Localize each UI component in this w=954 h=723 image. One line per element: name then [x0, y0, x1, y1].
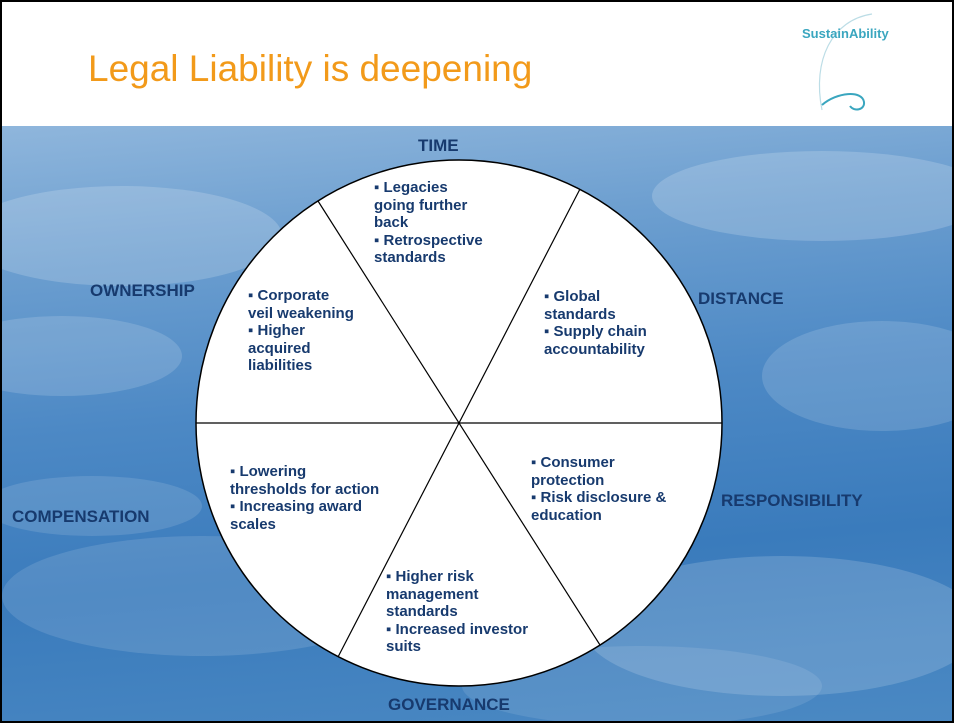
governance-bullet-4: ▪ Increased investor	[386, 620, 529, 638]
time-bullet-1: ▪ Legacies	[374, 179, 448, 196]
ownership-segment-text: ▪ Corporate veil weakening ▪ Higher acqu…	[248, 287, 354, 375]
ownership-bullet-5: liabilities	[248, 357, 313, 374]
compensation-segment-text: ▪ Lowering thresholds for action ▪ Incre…	[230, 463, 379, 533]
time-bullet-2: going further	[374, 196, 468, 214]
label-responsibility: RESPONSIBILITY	[721, 491, 863, 510]
divider-line-diagonal-b	[337, 188, 581, 658]
compensation-bullet-1: ▪ Lowering	[230, 463, 307, 480]
ownership-bullet-1: ▪ Corporate	[248, 287, 330, 304]
label-distance: DISTANCE	[698, 289, 784, 308]
cloud-shapes	[2, 151, 952, 721]
compensation-bullet-2: thresholds for action	[230, 480, 380, 498]
responsibility-bullet-4: education	[531, 506, 602, 524]
label-time: TIME	[418, 136, 459, 155]
label-compensation: COMPENSATION	[12, 507, 150, 526]
responsibility-bullet-3: ▪ Risk disclosure &	[531, 489, 667, 506]
sustainability-logo	[818, 13, 873, 111]
governance-bullet-3: standards	[386, 603, 458, 620]
distance-bullet-3: ▪ Supply chain	[544, 323, 647, 340]
time-segment-text: ▪ Legacies going further back ▪ Retrospe…	[374, 179, 483, 267]
compensation-bullet-4: scales	[230, 515, 276, 533]
compensation-bullet-3: ▪ Increasing award	[230, 498, 363, 515]
ownership-bullet-4: acquired	[248, 339, 311, 357]
slide-title: Legal Liability is deepening	[88, 48, 533, 89]
distance-bullet-2: standards	[544, 305, 616, 323]
responsibility-bullet-2: protection	[531, 471, 605, 489]
time-bullet-5: standards	[374, 249, 446, 266]
distance-bullet-4: accountability	[544, 340, 645, 358]
governance-bullet-2: management	[386, 585, 479, 603]
distance-bullet-1: ▪ Global	[544, 288, 601, 305]
ownership-bullet-2: veil weakening	[248, 304, 354, 322]
governance-segment-text: ▪ Higher risk management standards ▪ Inc…	[386, 568, 528, 656]
label-governance: GOVERNANCE	[388, 695, 510, 714]
time-bullet-3: back	[374, 214, 409, 231]
time-bullet-4: ▪ Retrospective	[374, 231, 483, 249]
label-ownership: OWNERSHIP	[90, 281, 195, 300]
governance-bullet-5: suits	[386, 638, 422, 655]
responsibility-segment-text: ▪ Consumer protection ▪ Risk disclosure …	[531, 454, 666, 524]
responsibility-bullet-1: ▪ Consumer	[531, 454, 615, 471]
distance-segment-text: ▪ Global standards ▪ Supply chain accoun…	[544, 288, 647, 358]
governance-bullet-1: ▪ Higher risk	[386, 568, 474, 585]
ownership-bullet-3: ▪ Higher	[248, 322, 305, 339]
logo-text: SustainAbility	[802, 26, 889, 41]
